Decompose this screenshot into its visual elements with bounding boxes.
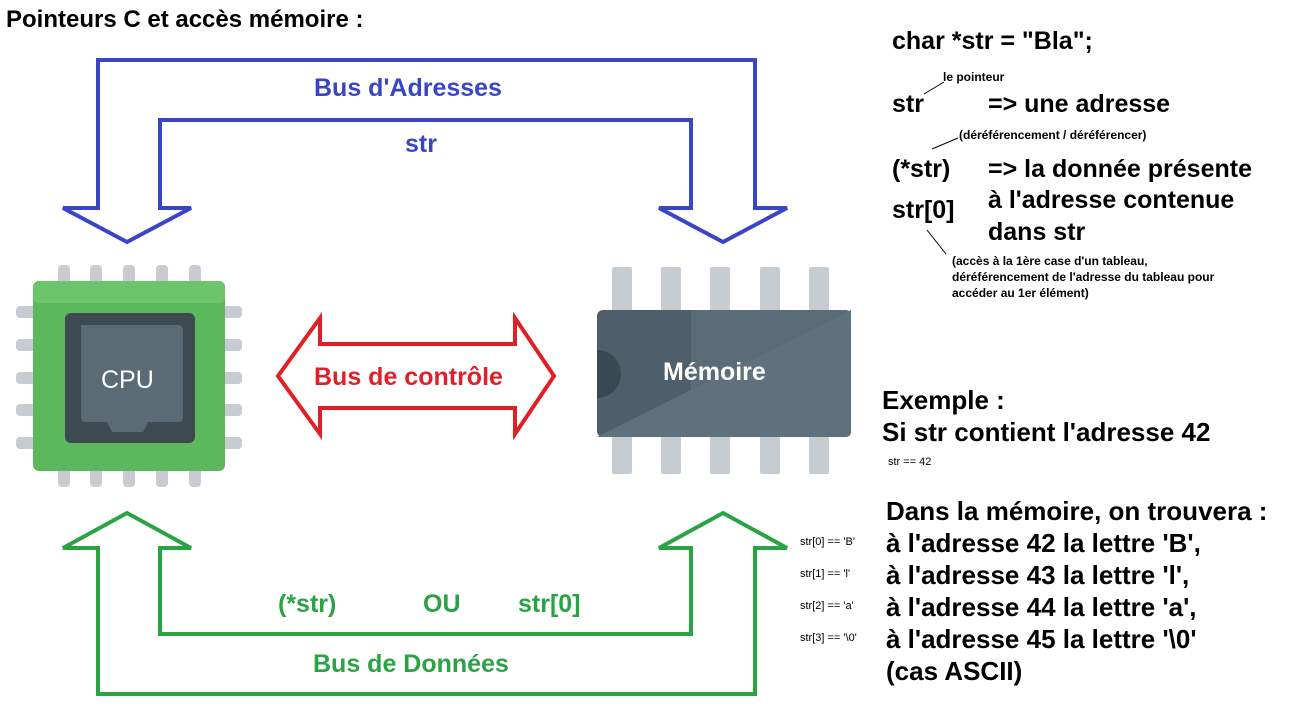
str-description: => une adresse [988,90,1171,118]
row-expr: str[2] == 'a' [800,600,854,612]
memory-intro: Dans la mémoire, on trouvera : [886,496,1268,526]
cpu-label: CPU [101,366,154,394]
example-footer: (cas ASCII) [886,656,1023,686]
deref-description-1: => la donnée présente [988,155,1252,183]
index-label: str[0] [892,196,955,224]
pointer-note-line [923,81,945,95]
row-expr: str[1] == 'l' [800,568,851,580]
index-note-line [926,229,947,255]
row-text: à l'adresse 45 la lettre '\0' [886,624,1197,654]
address-bus-value: str [405,130,437,158]
deref-description-3: dans str [988,218,1086,246]
control-bus-label: Bus de contrôle [314,363,503,391]
address-bus-outer-arrow [62,58,788,245]
memory-label: Mémoire [663,358,766,386]
data-bus-value-deref: (*str) [278,590,337,618]
data-bus-arrow [62,510,788,696]
example-heading: Exemple : [882,385,1005,415]
data-bus-label: Bus de Données [313,650,509,678]
row-text: à l'adresse 42 la lettre 'B', [886,528,1201,558]
data-bus-value-index: str[0] [518,590,581,618]
pointer-note: le pointeur [943,70,1005,84]
index-note-3: accéder au 1er élément) [952,286,1089,300]
row-text: à l'adresse 44 la lettre 'a', [886,592,1197,622]
deref-note: (déréférencement / déréférencer) [959,128,1147,142]
deref-label: (*str) [892,155,951,183]
declaration-text: char *str = "Bla"; [892,27,1093,55]
deref-note-line [931,137,959,150]
cpu-chip [16,265,242,487]
memory-chip [597,267,851,474]
address-bus-label: Bus d'Adresses [314,74,502,102]
row-expr: str[0] == 'B' [800,536,855,548]
row-expr: str[3] == '\0' [800,632,857,644]
control-bus-arrow [275,311,557,441]
deref-description-2: à l'adresse contenue [988,186,1235,214]
example-line: Si str contient l'adresse 42 [882,417,1211,447]
example-small: str == 42 [888,456,932,468]
index-note-1: (accès à la 1ère case d'un tableau, [952,254,1148,268]
row-text: à l'adresse 43 la lettre 'l', [886,560,1190,590]
data-bus-value-or: OU [423,590,461,618]
str-label: str [892,90,924,118]
page-title: Pointeurs C et accès mémoire : [6,6,364,33]
index-note-2: déréférencement de l'adresse du tableau … [952,270,1215,284]
